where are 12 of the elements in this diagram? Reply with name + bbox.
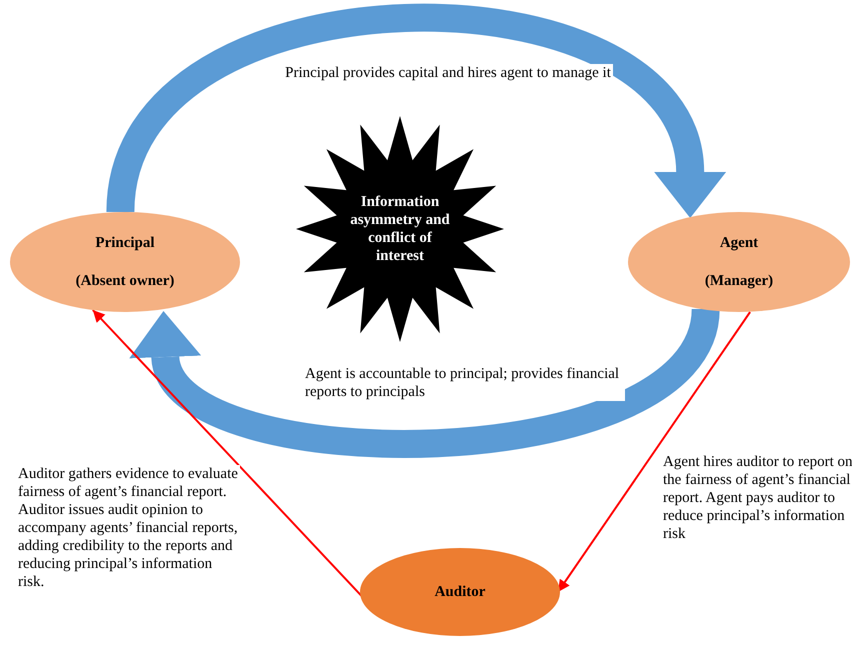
node-text: (Absent owner) [76, 272, 174, 290]
node-text: Information asymmetry and conflict of interest [349, 193, 451, 265]
curved-arrow [106, 4, 726, 217]
node-text: Principal [95, 234, 155, 252]
node-text: (Manager) [704, 272, 774, 290]
arrow [557, 311, 751, 593]
starburst-shape [296, 116, 504, 342]
edge-label: Agent is accountable to principal; provides financial reports to principals [305, 365, 625, 401]
edge-label: Principal provides capital and hires agent to manage it [283, 64, 613, 82]
node-text: Agent [720, 234, 758, 252]
node-text: Auditor [434, 583, 486, 601]
arrow [92, 309, 363, 598]
